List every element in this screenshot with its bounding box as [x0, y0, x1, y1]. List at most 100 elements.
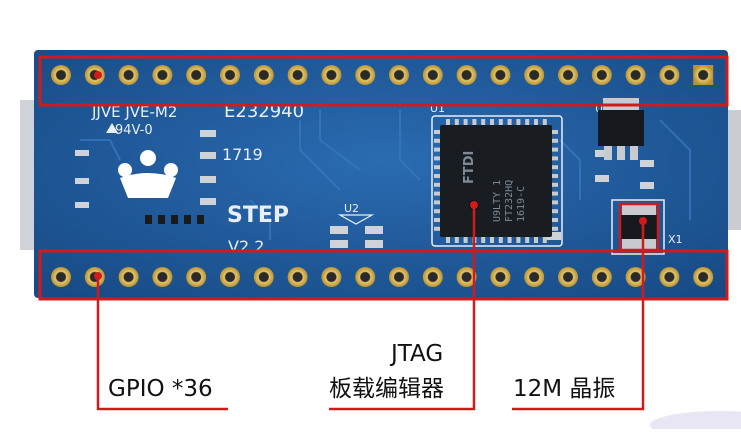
silk-brand: STEP: [227, 203, 289, 228]
chip-line1: U9LTY 1: [492, 180, 503, 222]
pin-hole: [259, 70, 269, 80]
chip-pin: [446, 119, 450, 126]
pin-hole: [428, 272, 438, 282]
pin-hole: [495, 272, 505, 282]
chip-pin: [434, 165, 441, 170]
chip-pin: [434, 138, 441, 143]
pin-hole: [664, 272, 674, 282]
chip-pin: [551, 182, 558, 187]
chip-pin: [551, 138, 558, 143]
pin-hole: [56, 70, 66, 80]
pin-hole: [259, 272, 269, 282]
crystal-x1: [611, 199, 665, 255]
pin-hole: [157, 70, 167, 80]
chip-pin: [551, 147, 558, 152]
chip-line3: 1619-C: [516, 186, 527, 222]
pin-hole: [495, 70, 505, 80]
pin-hole: [664, 70, 674, 80]
chip-pin: [434, 174, 441, 178]
chip-pin: [434, 218, 441, 222]
chip-pin: [481, 236, 486, 243]
regulator-u3: [598, 98, 644, 160]
pin-hole: [394, 70, 404, 80]
pin-hole: [191, 70, 201, 80]
gpio-top-highlight: [38, 55, 729, 107]
silk-cert: JJVE JVE-M2: [91, 103, 177, 121]
chip-pin: [525, 236, 530, 243]
pin-hole: [293, 70, 303, 80]
chip-pin: [551, 156, 558, 161]
chip-pin: [551, 226, 558, 231]
chip-pin: [434, 130, 441, 134]
chip-pin: [551, 165, 558, 170]
chip-pin: [525, 119, 530, 126]
chip-pin: [516, 236, 521, 243]
pin-hole: [124, 272, 134, 282]
chip-pin: [434, 156, 441, 161]
pin-hole: [529, 272, 539, 282]
silk-date: 1719: [222, 145, 263, 164]
crystal-highlight: [618, 202, 660, 252]
pin-hole: [191, 272, 201, 282]
chip-pin: [551, 130, 558, 134]
chip-pin: [498, 236, 503, 243]
pin-hole: [225, 70, 235, 80]
chip-pin: [490, 119, 494, 126]
chip-pin: [454, 119, 459, 126]
gpio-bottom-highlight: [38, 249, 729, 301]
chip-pin: [434, 147, 441, 152]
chip-pin: [446, 236, 450, 243]
silk-version: V2.2: [228, 237, 264, 256]
crown-logo: [118, 150, 178, 198]
pin-hole: [631, 70, 641, 80]
chip-pin: [534, 119, 538, 126]
pin-hole: [360, 272, 370, 282]
chip-pin: [434, 226, 441, 231]
pin-hole: [428, 70, 438, 80]
chip-pin: [498, 119, 503, 126]
silk-rating: 94V-0: [115, 123, 153, 138]
chip-pin: [551, 174, 558, 178]
pin-hole: [563, 272, 573, 282]
pin-hole: [563, 70, 573, 80]
pin-hole: [529, 70, 539, 80]
ft232-chip: FTDI U9LTY 1 FT232HQ 1619-C: [431, 115, 563, 247]
chip-pin: [434, 191, 441, 196]
chip-pin: [542, 119, 547, 126]
pin-hole: [698, 272, 708, 282]
chip-pin: [454, 236, 459, 243]
chip-pin: [463, 236, 468, 243]
chip-pin: [542, 236, 547, 243]
chip-pin: [551, 200, 558, 205]
pin-hole: [157, 272, 167, 282]
callout-jtag-title: JTAG: [391, 341, 444, 367]
pin-hole: [462, 272, 472, 282]
chip-pin: [551, 191, 558, 196]
pin-hole: [326, 70, 336, 80]
chip-pin: [551, 218, 558, 222]
pin-hole: [56, 272, 66, 282]
chip-pin: [551, 209, 558, 214]
chip-logo: FTDI: [462, 151, 477, 184]
chip-pin: [516, 119, 521, 126]
chip-pin: [507, 236, 512, 243]
chip-pin: [434, 209, 441, 214]
chip-pin: [490, 236, 494, 243]
pin-hole: [462, 70, 472, 80]
callout-gpio: GPIO *36: [108, 376, 213, 402]
chip-pin: [434, 200, 441, 205]
leader-lines: [96, 205, 645, 411]
callout-crystal: 12M 晶振: [513, 376, 616, 402]
chip-pin: [534, 236, 538, 243]
chip-pin: [507, 119, 512, 126]
pin-hole: [597, 272, 607, 282]
pin-hole: [326, 272, 336, 282]
pin-hole: [360, 70, 370, 80]
pin-hole: [225, 272, 235, 282]
pin-hole: [124, 70, 134, 80]
callout-jtag-sub: 板载编辑器: [329, 376, 444, 402]
chip-pin: [472, 119, 477, 126]
header-row-top: [51, 65, 714, 85]
